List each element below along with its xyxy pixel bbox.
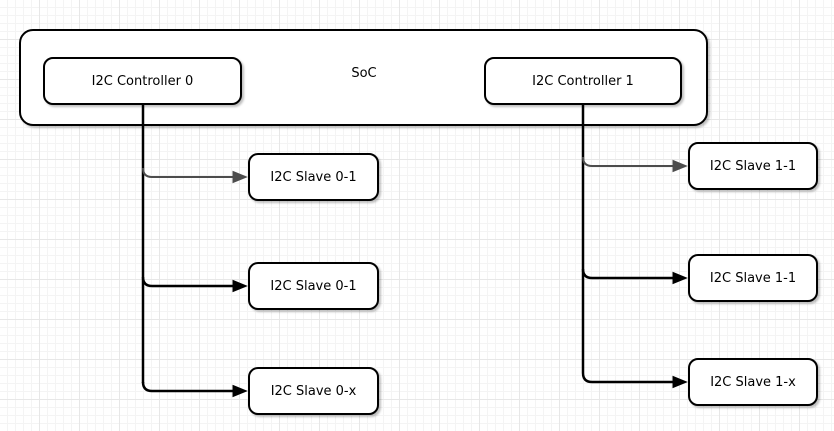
i2c-controller-0-label: I2C Controller 0 (91, 73, 194, 89)
i2c-slave-0-1-top-node[interactable]: I2C Slave 0-1 (248, 153, 379, 201)
i2c-slave-1-1-top-node[interactable]: I2C Slave 1-1 (688, 142, 818, 190)
i2c-slave-0-1-middle-node[interactable]: I2C Slave 0-1 (248, 262, 379, 310)
i2c-slave-1-x-label: I2C Slave 1-x (710, 374, 796, 390)
i2c-slave-1-1-top-label: I2C Slave 1-1 (709, 158, 797, 174)
edge-controller1-slave11b[interactable] (581, 268, 688, 285)
i2c-controller-1-node[interactable]: I2C Controller 1 (484, 57, 682, 105)
i2c-slave-1-1-middle-node[interactable]: I2C Slave 1-1 (688, 254, 818, 302)
edge-controller0-slave01b[interactable] (141, 276, 248, 293)
edge-controller0-slave0x[interactable] (141, 381, 248, 398)
edge-controller1-slave11a[interactable] (582, 156, 688, 173)
i2c-slave-1-x-node[interactable]: I2C Slave 1-x (688, 358, 818, 406)
i2c-slave-0-1-middle-label: I2C Slave 0-1 (270, 278, 357, 294)
i2c-controller-0-node[interactable]: I2C Controller 0 (43, 57, 242, 105)
i2c-slave-0-x-node[interactable]: I2C Slave 0-x (248, 367, 379, 415)
i2c-slave-0-x-label: I2C Slave 0-x (270, 383, 357, 399)
i2c-slave-1-1-middle-label: I2C Slave 1-1 (709, 270, 797, 286)
i2c-slave-0-1-top-label: I2C Slave 0-1 (270, 169, 357, 185)
edge-controller1-slave1x[interactable] (581, 372, 688, 389)
soc-container-label: SoC (351, 66, 377, 81)
edge-controller0-slave01a[interactable] (142, 167, 248, 184)
i2c-controller-1-label: I2C Controller 1 (532, 73, 634, 89)
